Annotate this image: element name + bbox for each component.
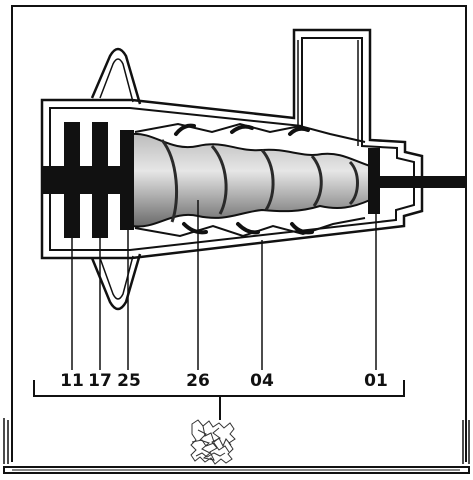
pump-casing — [40, 28, 424, 260]
screw-flights — [160, 139, 359, 223]
label-25: 25 — [117, 371, 141, 391]
disc-25 — [120, 130, 134, 230]
lower-clamp — [90, 253, 142, 311]
disc-17 — [92, 122, 108, 238]
right-drive-shaft — [372, 176, 466, 188]
scribble-mark — [190, 419, 236, 465]
label-17: 17 — [88, 371, 112, 391]
stator-teeth — [174, 123, 314, 235]
label-11: 11 — [60, 371, 84, 391]
disc-11 — [64, 122, 80, 238]
figure-frame — [3, 5, 470, 474]
bottom-bracket — [33, 380, 405, 420]
upper-clamp — [90, 47, 142, 105]
disc-01 — [368, 148, 380, 214]
label-26: 26 — [186, 371, 210, 391]
label-01: 01 — [364, 371, 388, 391]
label-04: 04 — [250, 371, 274, 391]
left-drive-shaft — [42, 166, 134, 194]
leader-lines — [71, 200, 377, 370]
